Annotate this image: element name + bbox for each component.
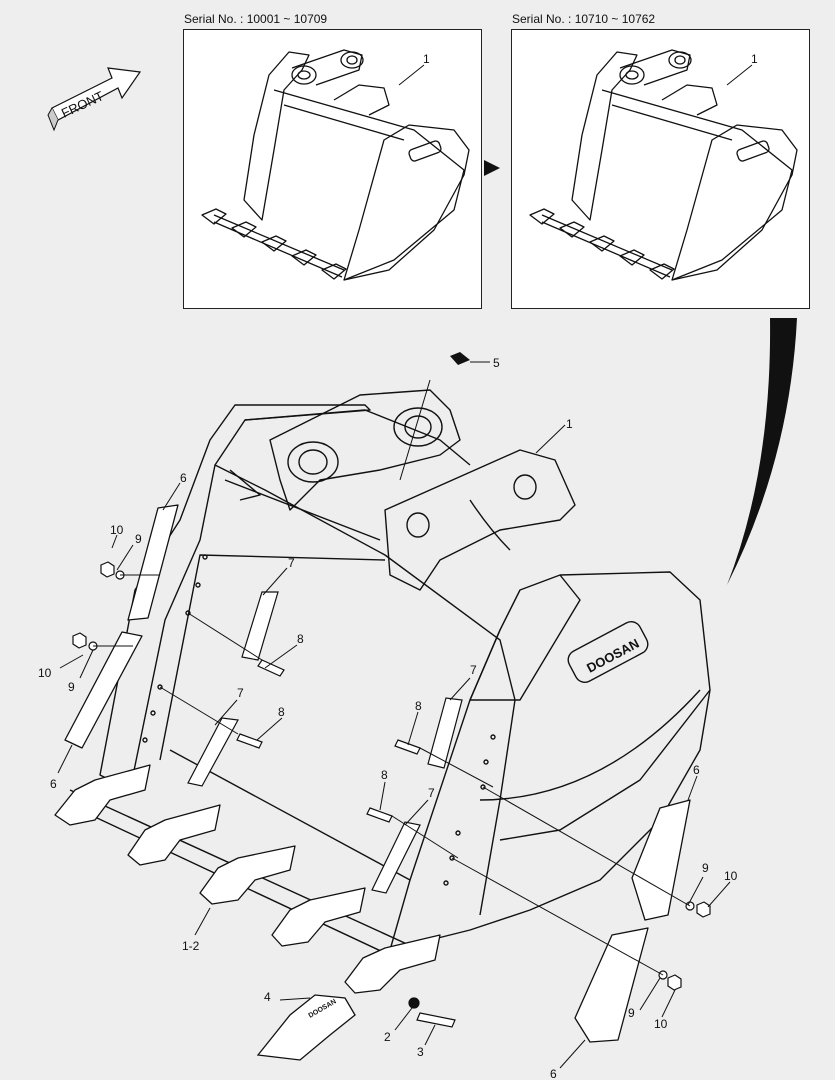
callout-3: 3 — [417, 1045, 424, 1059]
inset-bucket-early: 1 — [183, 29, 482, 309]
callout-5: 5 — [493, 356, 500, 370]
link-plates — [187, 591, 463, 894]
inset-callout-right: 1 — [751, 52, 758, 66]
leader-lines — [57, 361, 731, 1069]
inset-bucket-early-drawing: 1 — [201, 49, 470, 281]
serial-range-left: Serial No. : 10001 ~ 10709 — [184, 12, 328, 26]
inset-bucket-late: 1 — [511, 29, 810, 309]
front-arrow-icon: FRONT — [47, 67, 142, 132]
callout-4: 4 — [264, 990, 271, 1004]
callout-2: 2 — [384, 1030, 391, 1044]
callout-10b: 10 — [38, 666, 52, 680]
bolts — [236, 659, 421, 823]
callout-6a: 6 — [180, 471, 187, 485]
callout-8b: 8 — [278, 705, 285, 719]
separator-curve — [727, 318, 797, 585]
callout-8a: 8 — [297, 632, 304, 646]
bucket-teeth — [54, 764, 441, 994]
callout-9d: 9 — [628, 1006, 635, 1020]
callout-1: 1 — [566, 417, 573, 431]
inset-callout-left: 1 — [423, 52, 430, 66]
inset-bucket-late-drawing: 1 — [529, 49, 798, 281]
callout-10a: 10 — [110, 523, 124, 537]
callout-7a: 7 — [288, 556, 295, 570]
serial-range-right: Serial No. : 10710 ~ 10762 — [512, 12, 656, 26]
callout-7b: 7 — [237, 686, 244, 700]
callout-10d: 10 — [654, 1017, 668, 1031]
callout-10c: 10 — [724, 869, 738, 883]
callout-7d: 7 — [428, 786, 435, 800]
callout-6b: 6 — [50, 777, 57, 791]
callout-8d: 8 — [381, 768, 388, 782]
callout-6c: 6 — [693, 763, 700, 777]
tag-plate — [450, 352, 470, 365]
callout-8c: 8 — [415, 699, 422, 713]
transition-arrow-icon — [484, 160, 500, 176]
callout-9a: 9 — [135, 532, 142, 546]
loose-tooth: DOOSAN — [256, 994, 356, 1061]
callout-9c: 9 — [702, 861, 709, 875]
callout-labels: 1 5 6 6 6 6 7 7 7 7 8 8 8 8 9 9 9 9 10 1… — [38, 356, 738, 1080]
callout-1-2: 1-2 — [182, 939, 200, 953]
callout-6d: 6 — [550, 1067, 557, 1080]
callout-7c: 7 — [470, 663, 477, 677]
callout-9b: 9 — [68, 680, 75, 694]
